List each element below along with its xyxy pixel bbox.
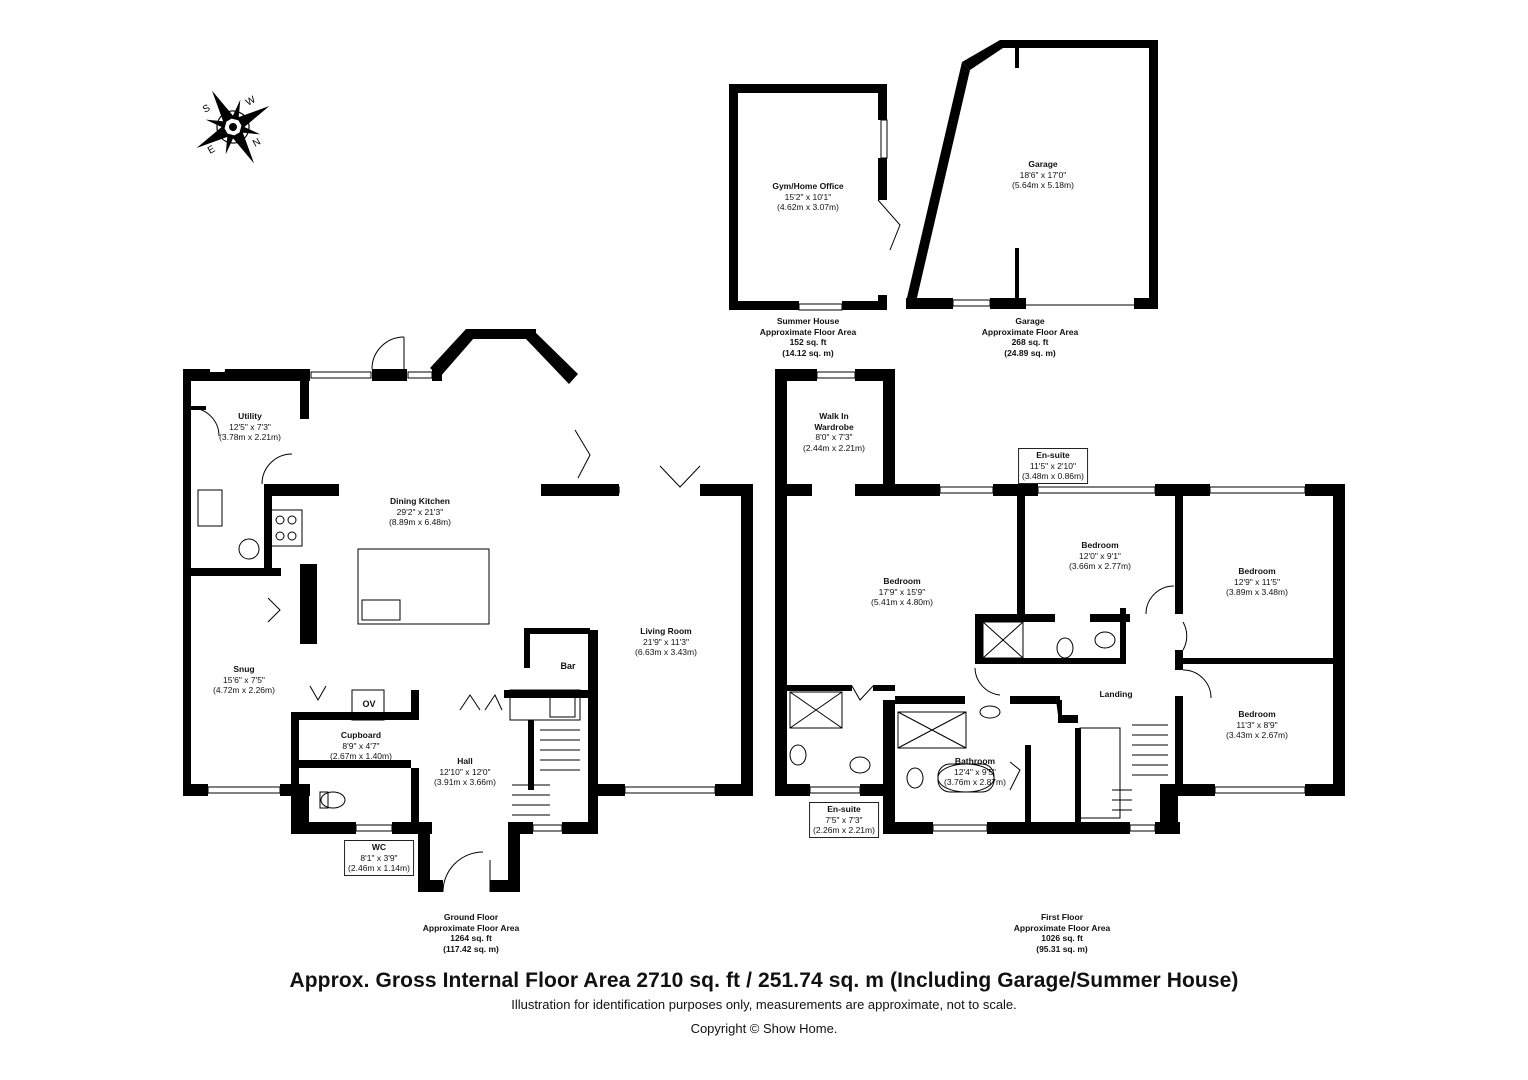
compass-w-label: W [244,94,258,109]
disclaimer-note: Illustration for identification purposes… [511,997,1017,1012]
bar-label: Bar [560,661,576,671]
gross-area-title: Approx. Gross Internal Floor Area 2710 s… [289,969,1239,992]
oven-label: OV [362,699,376,709]
compass-n-label: N [251,136,263,149]
copyright-text: Copyright © Show Home. [690,1021,838,1036]
room-label-landing: Landing [1099,689,1133,699]
compass-s-label: S [201,103,213,116]
compass-rose-icon [196,90,270,164]
compass-e-label: E [206,144,218,157]
